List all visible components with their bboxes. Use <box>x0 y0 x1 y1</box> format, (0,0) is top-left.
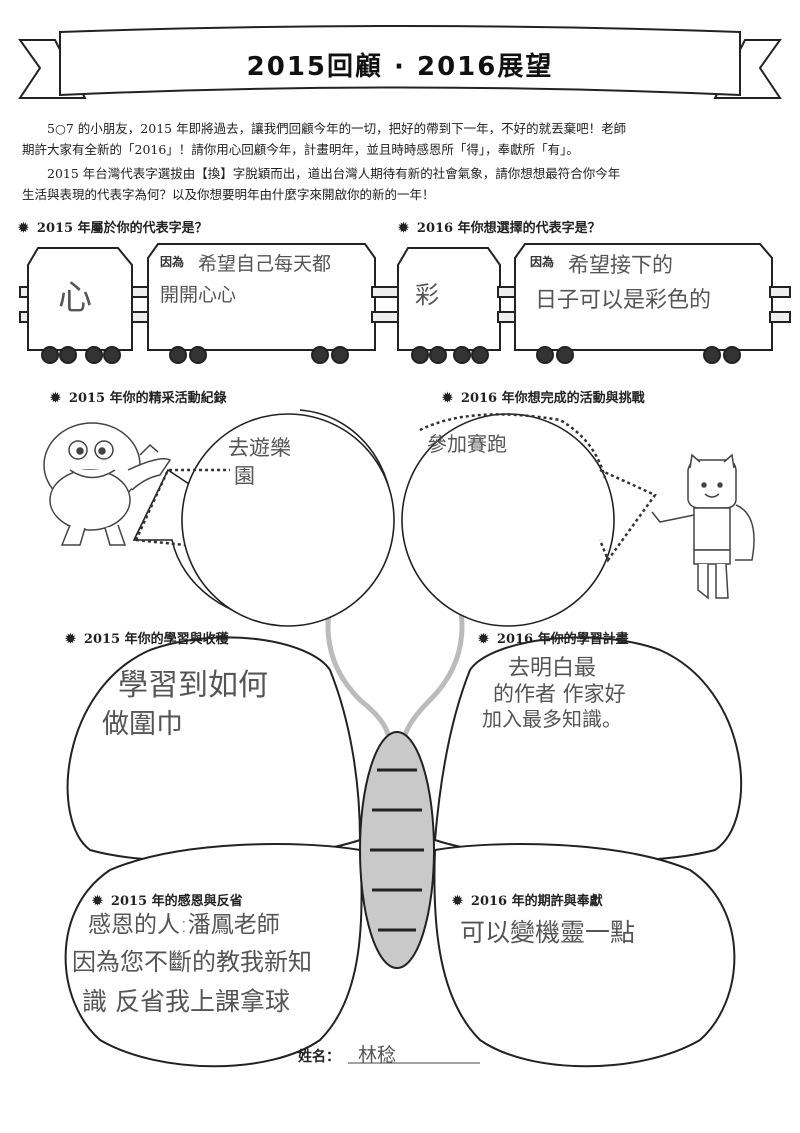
answer-reason-2015-line2[interactable]: 開開心心 <box>160 284 237 306</box>
answer-reflection-2015-line2[interactable]: 因為您不斷的教我新知 <box>72 948 312 976</box>
name-label: 姓名： <box>298 1049 340 1065</box>
star-icon: ✹ <box>65 632 76 647</box>
star-icon: ✹ <box>398 221 409 236</box>
heading-text: 2015 年的感恩與反省 <box>110 894 243 909</box>
heading-text: 2016 年你的學習計畫 <box>496 632 629 647</box>
intro-line-4: 生活與表現的代表字為何？以及你想要明年由什麼字來開啟你的新的一年！ <box>22 187 435 202</box>
butterfly-wings <box>64 636 742 1068</box>
butterfly-body <box>359 731 435 969</box>
cartoon-boy <box>651 453 755 600</box>
heading-learning-2015: ✹ 2015 年你的學習與收穫 <box>65 628 229 647</box>
page-title: 2015回顧 · 2016展望 <box>246 52 554 82</box>
heading-learning-2016: ✹ 2016 年你的學習計畫 <box>478 628 629 647</box>
answer-activity-2016[interactable]: 參加賽跑 <box>427 432 507 456</box>
answer-reason-2015-line1[interactable]: 希望自己每天都 <box>198 253 332 275</box>
answer-learning-2015-line2[interactable]: 做圍巾 <box>102 709 183 740</box>
name-field[interactable]: 林稔 <box>358 1044 397 1066</box>
butterfly-antennae <box>325 604 465 736</box>
answer-activity-2015-line2[interactable]: 園 <box>234 464 255 488</box>
answer-activity-2015-line1[interactable]: 去遊樂 <box>228 436 291 460</box>
answer-learning-2016-line3[interactable]: 加入最多知識。 <box>482 707 622 731</box>
heading-word-2015: ✹ 2015 年屬於你的代表字是？ <box>18 217 208 236</box>
train-2016 <box>397 243 791 364</box>
train-2015 <box>19 243 403 364</box>
intro-line-1: 5○7 的小朋友，2015 年即將過去，讓我們回顧今年的一切，把好的帶到下一年，… <box>47 121 627 136</box>
because-label-2016: 因為 <box>530 255 555 269</box>
answer-expect-2016[interactable]: 可以變機靈一點 <box>460 918 636 947</box>
cartoon-dog <box>43 422 172 546</box>
answer-learning-2015-line1[interactable]: 學習到如何 <box>118 668 268 703</box>
because-label-2015: 因為 <box>160 255 185 269</box>
answer-reason-2016-line2[interactable]: 日子可以是彩色的 <box>535 288 712 313</box>
answer-learning-2016-line1[interactable]: 去明白最 <box>508 656 597 681</box>
star-icon: ✹ <box>478 632 489 647</box>
heading-text: 2015 年你的學習與收穫 <box>83 632 229 647</box>
heading-word-2016: ✹ 2016 年你想選擇的代表字是？ <box>398 217 601 236</box>
heading-text: 2015 年屬於你的代表字是？ <box>36 221 208 236</box>
heading-expect-2016: ✹ 2016 年的期許與奉獻 <box>452 890 603 909</box>
answer-learning-2016-line2[interactable]: 的作者 作家好 <box>493 682 626 706</box>
heading-text: 2015 年你的精采活動紀錄 <box>68 391 227 406</box>
intro-line-2: 期許大家有全新的「2016」！請你用心回顧今年，計畫明年，並且時時感恩所「得」，… <box>22 142 579 157</box>
heading-activity-2016: ✹ 2016 年你想完成的活動與挑戰 <box>442 387 645 406</box>
answer-reflection-2015-line1[interactable]: 感恩的人:潘鳳老師 <box>88 912 280 938</box>
heading-activity-2015: ✹ 2015 年你的精采活動紀錄 <box>50 387 227 406</box>
heading-text: 2016 年你想完成的活動與挑戰 <box>460 391 645 406</box>
answer-reflection-2015-line3[interactable]: 識 反省我上課拿球 <box>82 987 290 1016</box>
star-icon: ✹ <box>442 391 453 406</box>
title-banner <box>18 25 782 99</box>
star-icon: ✹ <box>92 894 103 909</box>
heading-text: 2016 年的期許與奉獻 <box>470 894 603 909</box>
heading-reflection-2015: ✹ 2015 年的感恩與反省 <box>92 890 243 909</box>
star-icon: ✹ <box>50 391 61 406</box>
answer-char-2015[interactable]: 心 <box>58 278 92 318</box>
heading-text: 2016 年你想選擇的代表字是？ <box>416 221 601 236</box>
star-icon: ✹ <box>452 894 463 909</box>
answer-reason-2016-line1[interactable]: 希望接下的 <box>568 253 673 277</box>
intro-line-3: 2015 年台灣代表字選拔由【換】字脫穎而出，道出台灣人期待有新的社會氣象，請你… <box>47 166 621 181</box>
star-icon: ✹ <box>18 221 29 236</box>
answer-char-2016[interactable]: 彩 <box>415 281 439 309</box>
activity-arrow-2015 <box>132 409 395 627</box>
